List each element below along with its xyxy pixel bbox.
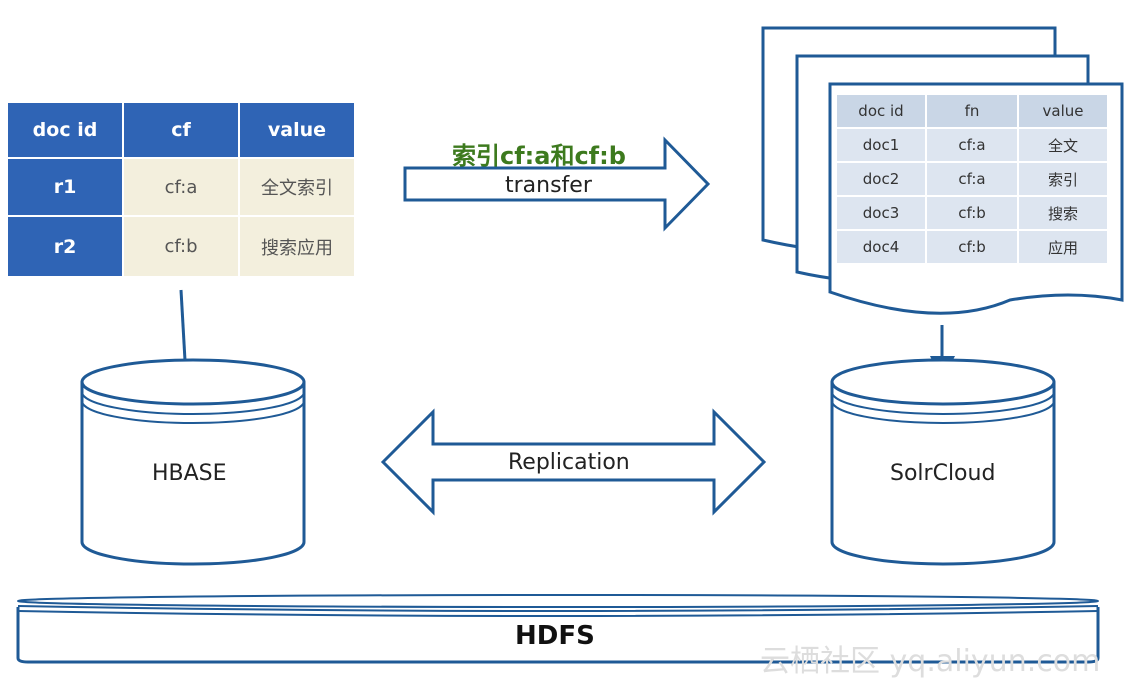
solr-header-value: value — [1018, 94, 1108, 128]
hbase-cylinder — [80, 358, 306, 566]
solr-header-fn: fn — [926, 94, 1018, 128]
solr-row-doc1-id: doc1 — [836, 128, 926, 162]
hbase-header-docid: doc id — [8, 103, 124, 159]
hbase-label: HBASE — [152, 461, 227, 486]
solr-row-doc3-fn: cf:b — [926, 196, 1018, 230]
hbase-row-r2-cf: cf:b — [124, 217, 240, 276]
transfer-arrow — [403, 136, 711, 232]
solr-row-doc1-fn: cf:a — [926, 128, 1018, 162]
solr-row-doc3-value: 搜索 — [1018, 196, 1108, 230]
solr-row-doc3-id: doc3 — [836, 196, 926, 230]
solrcloud-label: SolrCloud — [890, 461, 996, 486]
hbase-row-r1-id: r1 — [8, 159, 124, 217]
solr-header-docid: doc id — [836, 94, 926, 128]
solr-row-doc4-fn: cf:b — [926, 230, 1018, 264]
hbase-row-r2-id: r2 — [8, 217, 124, 276]
transfer-caption: 索引cf:a和cf:b — [452, 142, 626, 170]
hdfs-bar — [16, 594, 1100, 664]
transfer-label: transfer — [505, 173, 592, 198]
solr-row-doc4-id: doc4 — [836, 230, 926, 264]
replication-label: Replication — [508, 450, 630, 475]
hbase-row-r1-cf: cf:a — [124, 159, 240, 217]
replication-arrow — [380, 408, 767, 516]
hdfs-label: HDFS — [515, 621, 595, 651]
solr-row-doc4-value: 应用 — [1018, 230, 1108, 264]
hbase-header-value: value — [240, 103, 354, 159]
hbase-row-r2-value: 搜索应用 — [240, 217, 354, 276]
solr-row-doc2-id: doc2 — [836, 162, 926, 196]
solr-row-doc2-fn: cf:a — [926, 162, 1018, 196]
hbase-header-cf: cf — [124, 103, 240, 159]
solrcloud-cylinder — [830, 358, 1056, 566]
solr-row-doc1-value: 全文 — [1018, 128, 1108, 162]
watermark: 云栖社区 yq.aliyun.com — [760, 644, 1101, 679]
solr-row-doc2-value: 索引 — [1018, 162, 1108, 196]
hbase-row-r1-value: 全文索引 — [240, 159, 354, 217]
